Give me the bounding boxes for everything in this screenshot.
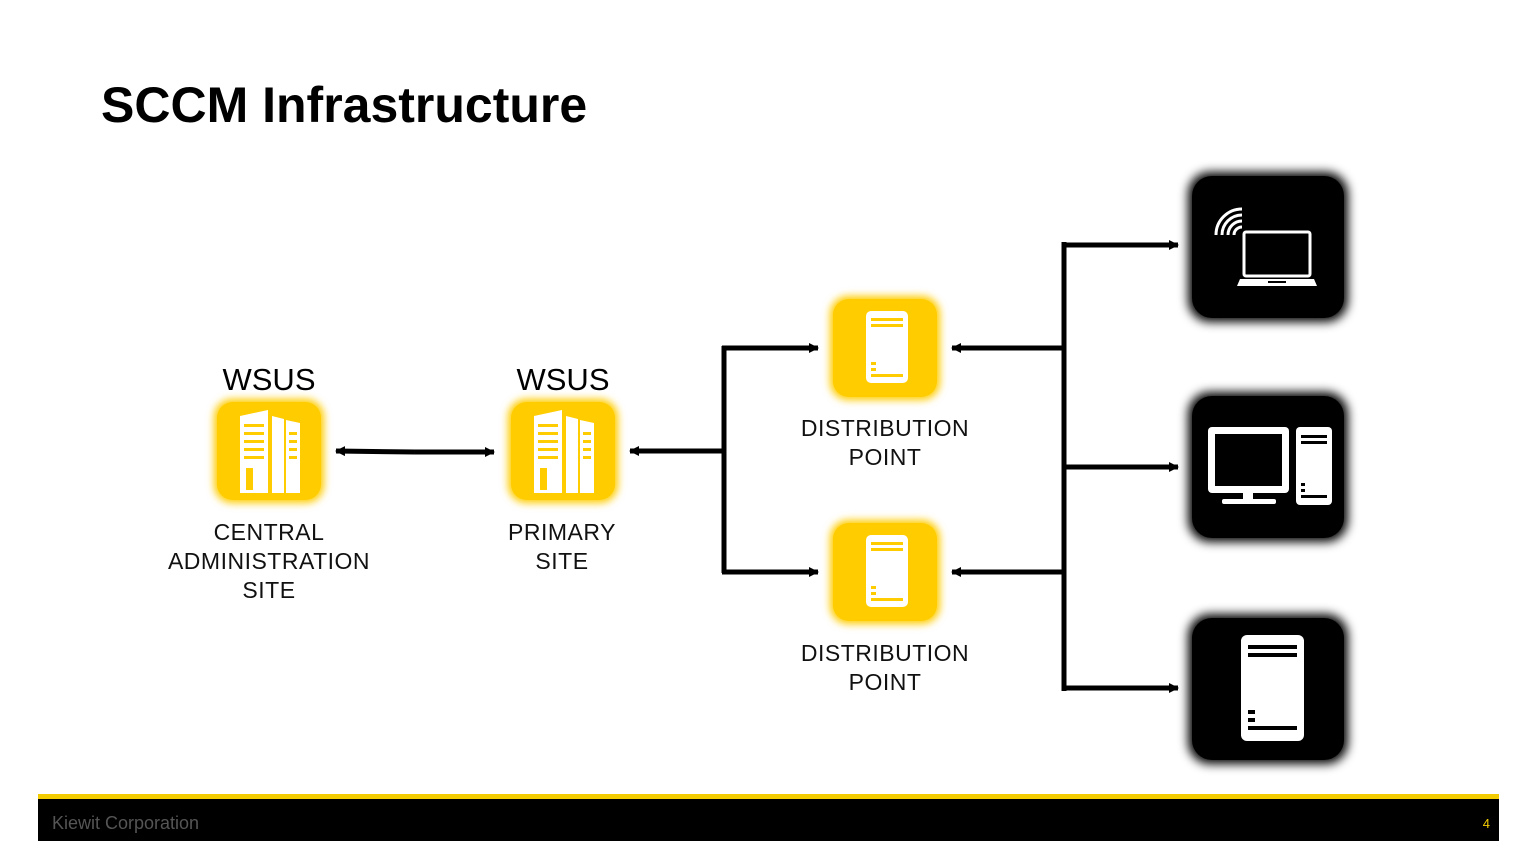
distribution-point-label-2: DISTRIBUTION POINT bbox=[800, 640, 970, 695]
footer-bar: Kiewit Corporation 4 bbox=[38, 799, 1499, 841]
primary-site-label: PRIMARY SITE bbox=[508, 519, 616, 574]
server-tower-icon bbox=[1241, 635, 1304, 741]
wireless-laptop-icon bbox=[1214, 207, 1317, 286]
arrow-primary-to-cas bbox=[335, 446, 416, 457]
primary-wsus-label: WSUS bbox=[516, 362, 610, 397]
distribution-point-tile-1 bbox=[830, 296, 940, 400]
server-rack-icon bbox=[240, 410, 300, 493]
primary-server-tile bbox=[508, 399, 618, 503]
client-laptop-tile bbox=[1188, 172, 1348, 322]
connectors bbox=[335, 240, 1179, 693]
cas-wsus-label: WSUS bbox=[222, 362, 316, 397]
footer-company: Kiewit Corporation bbox=[52, 813, 200, 833]
server-tower-icon bbox=[866, 311, 908, 383]
server-rack-icon bbox=[534, 410, 594, 493]
slide-title: SCCM Infrastructure bbox=[101, 77, 588, 133]
distribution-point-tile-2 bbox=[830, 520, 940, 624]
cas-label: CENTRAL ADMINISTRATION SITE bbox=[167, 519, 371, 603]
footer-rule bbox=[38, 794, 1499, 799]
client-desktop-tile bbox=[1188, 392, 1348, 542]
cas-server-tile bbox=[214, 399, 324, 503]
distribution-point-label-1: DISTRIBUTION POINT bbox=[800, 415, 970, 470]
desktop-computer-icon bbox=[1208, 427, 1332, 505]
server-tower-icon bbox=[866, 535, 908, 607]
client-server-tile bbox=[1188, 614, 1348, 764]
page-number: 4 bbox=[1482, 816, 1490, 831]
